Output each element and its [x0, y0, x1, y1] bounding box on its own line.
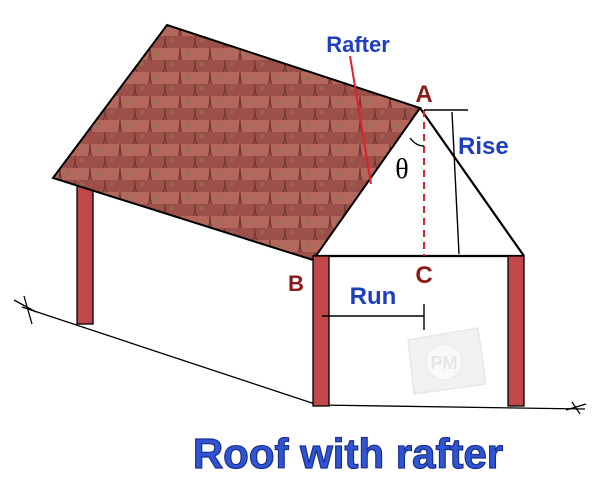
gable-outline — [313, 107, 525, 258]
rise-dimension — [424, 109, 468, 255]
run-label: Run — [350, 283, 397, 310]
ground-lines — [13, 295, 587, 415]
angle-arc — [409, 137, 425, 147]
diagram-title: Roof with rafter — [193, 430, 503, 477]
point-c-label: C — [415, 262, 432, 289]
run-dimension — [322, 304, 425, 330]
watermark-text: PM — [431, 353, 458, 373]
point-b-label: B — [288, 271, 304, 296]
pm-watermark: PM — [407, 327, 487, 395]
angle-label: θ — [395, 154, 408, 185]
rafter-marker-line — [349, 55, 372, 185]
left-post — [76, 179, 94, 325]
right-post — [507, 255, 525, 407]
rise-label: Rise — [458, 133, 509, 160]
rafter-label: Rafter — [326, 32, 390, 57]
center-post — [312, 255, 330, 407]
point-a-label: A — [415, 81, 432, 108]
